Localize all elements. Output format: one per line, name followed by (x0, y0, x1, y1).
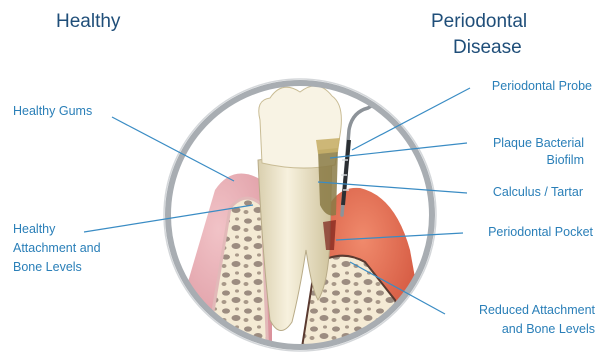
label-healthy-attachment-line1: Healthy (13, 221, 55, 238)
label-reduced-line2: and Bone Levels (502, 321, 595, 338)
label-healthy-attachment-line2: Attachment and (13, 240, 101, 257)
label-plaque-line1: Plaque Bacterial (493, 135, 584, 152)
label-calculus: Calculus / Tartar (493, 184, 583, 201)
label-reduced-line1: Reduced Attachment (479, 302, 595, 319)
label-periodontal-pocket: Periodontal Pocket (488, 224, 593, 241)
label-healthy-gums: Healthy Gums (13, 103, 92, 120)
plaque-biofilm (316, 138, 340, 154)
label-periodontal-probe: Periodontal Probe (492, 78, 592, 95)
label-plaque-line2: Biofilm (546, 152, 584, 169)
label-healthy-attachment-line3: Bone Levels (13, 259, 82, 276)
